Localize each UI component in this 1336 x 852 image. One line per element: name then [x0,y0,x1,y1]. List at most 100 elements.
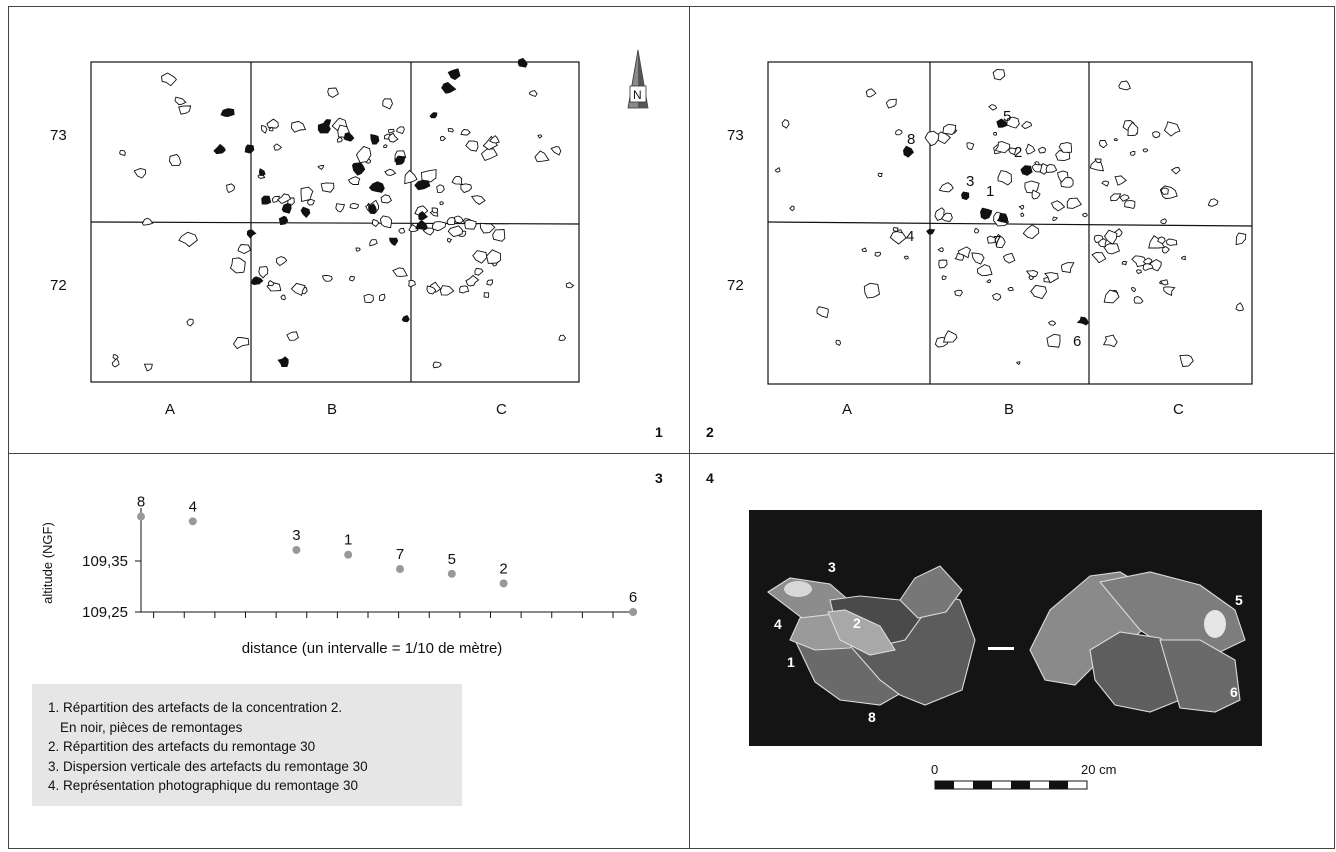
artifact-outline [943,330,958,343]
artifact-outline [1131,255,1147,268]
artifact-refit-piece [278,215,289,226]
artifact-outline [934,207,945,221]
artifact-outline [470,195,486,205]
artifact-outline [460,129,471,136]
artifact-outline [1020,212,1025,217]
artifact-refit-piece [352,162,366,176]
artifact-outline [994,233,1006,249]
artifact-outline [1160,218,1167,225]
chart-point-5 [447,569,456,578]
chart-x-axis-label: distance (un intervalle = 1/10 de mètre) [242,640,503,657]
artifact-outline [1091,252,1107,264]
artifact-outline [1006,116,1020,129]
artifact-outline [937,247,944,253]
artifact-outline [528,89,538,97]
artifact-outline [355,145,372,164]
artifact-refit-piece [322,119,332,128]
map-2-col-label-b: B [1004,401,1014,418]
panel-number-2: 2 [706,424,714,440]
map-2-piece-labels: 8 5 2 3 1 4 7 6 [906,108,1081,350]
artifact-outline [1148,258,1162,272]
artifact-refit-piece [447,68,461,81]
artifact-outline [537,134,543,139]
artifact-outline [1119,194,1130,202]
artifact-outline [432,361,442,369]
artifact-outline [379,293,386,301]
artifact-outline [371,218,380,227]
artifact-outline [1142,148,1149,153]
artifact-outline [232,337,250,350]
artifact-outline [488,135,500,144]
piece-label-3: 3 [966,173,974,190]
artifact-outline [431,207,439,214]
photo-label-8: 8 [868,709,876,725]
artifact-outline [1028,275,1035,281]
artifact-outline [379,215,393,229]
artifact-outline [286,331,299,341]
map-2-grid [767,61,1253,385]
artifact-outline [1127,121,1139,137]
artifact-outline [994,141,1011,154]
chart-point-1 [344,550,353,559]
artifact-outline [1002,252,1016,264]
chart-y-axis-label: altitude (NGF) [40,522,55,604]
artifact-outline [119,149,126,156]
artifact-outline [1025,270,1039,278]
artifact-outline [1094,158,1102,164]
artifact-refit-piece [213,143,226,155]
artifact-outline [1098,238,1107,248]
artifact-outline [1103,229,1118,245]
artifact-outline [1118,80,1131,91]
artifact-outline [1110,193,1122,202]
panel-number-4: 4 [706,470,714,486]
artifact-refit-piece [415,219,428,230]
artifact-outline [1047,320,1057,326]
artifact-outline [277,193,291,205]
artifact-refit-piece [261,195,272,205]
artifact-outline [938,182,954,193]
piece-label-4: 4 [906,228,914,245]
artifact-outline [1052,216,1059,222]
chart-point-6 [629,608,638,616]
artifact-outline [300,186,314,203]
photo-label-4: 4 [774,616,782,632]
artifact-refit-piece [246,229,257,239]
artifact-outline [1021,120,1033,130]
artifact-outline [396,126,405,135]
scale-bar: 0 20 cm [931,762,1116,790]
piece-label-6: 6 [1073,333,1081,350]
scale-start-label: 0 [931,762,938,777]
artifact-refit-piece [926,228,936,235]
artifact-outline [1060,177,1074,188]
artifact-outline [1114,175,1127,186]
artifact-outline [258,266,269,279]
artifact-outline [1159,279,1169,286]
artifact-outline [903,255,909,260]
artifact-outline [486,249,501,264]
artifact-outline [992,68,1006,81]
artifact-outline [174,96,187,106]
artifact-refit-piece [1020,165,1033,176]
artifact-outline [1235,232,1247,246]
artifact-outline [774,167,781,173]
artifact-outline [408,223,419,233]
artifact-outline [335,203,346,213]
map-1-row-label-72: 72 [50,277,67,294]
artifact-outline [974,227,980,234]
photo-label-5: 5 [1235,592,1243,608]
artifact-outline [1024,180,1040,194]
artifact-outline [268,280,275,287]
artifact-outline [1031,163,1042,173]
artifact-outline [388,132,399,143]
artifact-outline [349,202,359,210]
artifact-outline [307,198,315,206]
artifact-outline [383,144,388,148]
artifact-outline [1066,197,1082,209]
artifact-outline [465,140,479,152]
artifact-outline [992,293,1002,301]
north-label: N [633,88,642,102]
artifact-outline [977,264,993,277]
artifact-outline [320,182,335,193]
artifact-refit-piece [370,134,380,145]
